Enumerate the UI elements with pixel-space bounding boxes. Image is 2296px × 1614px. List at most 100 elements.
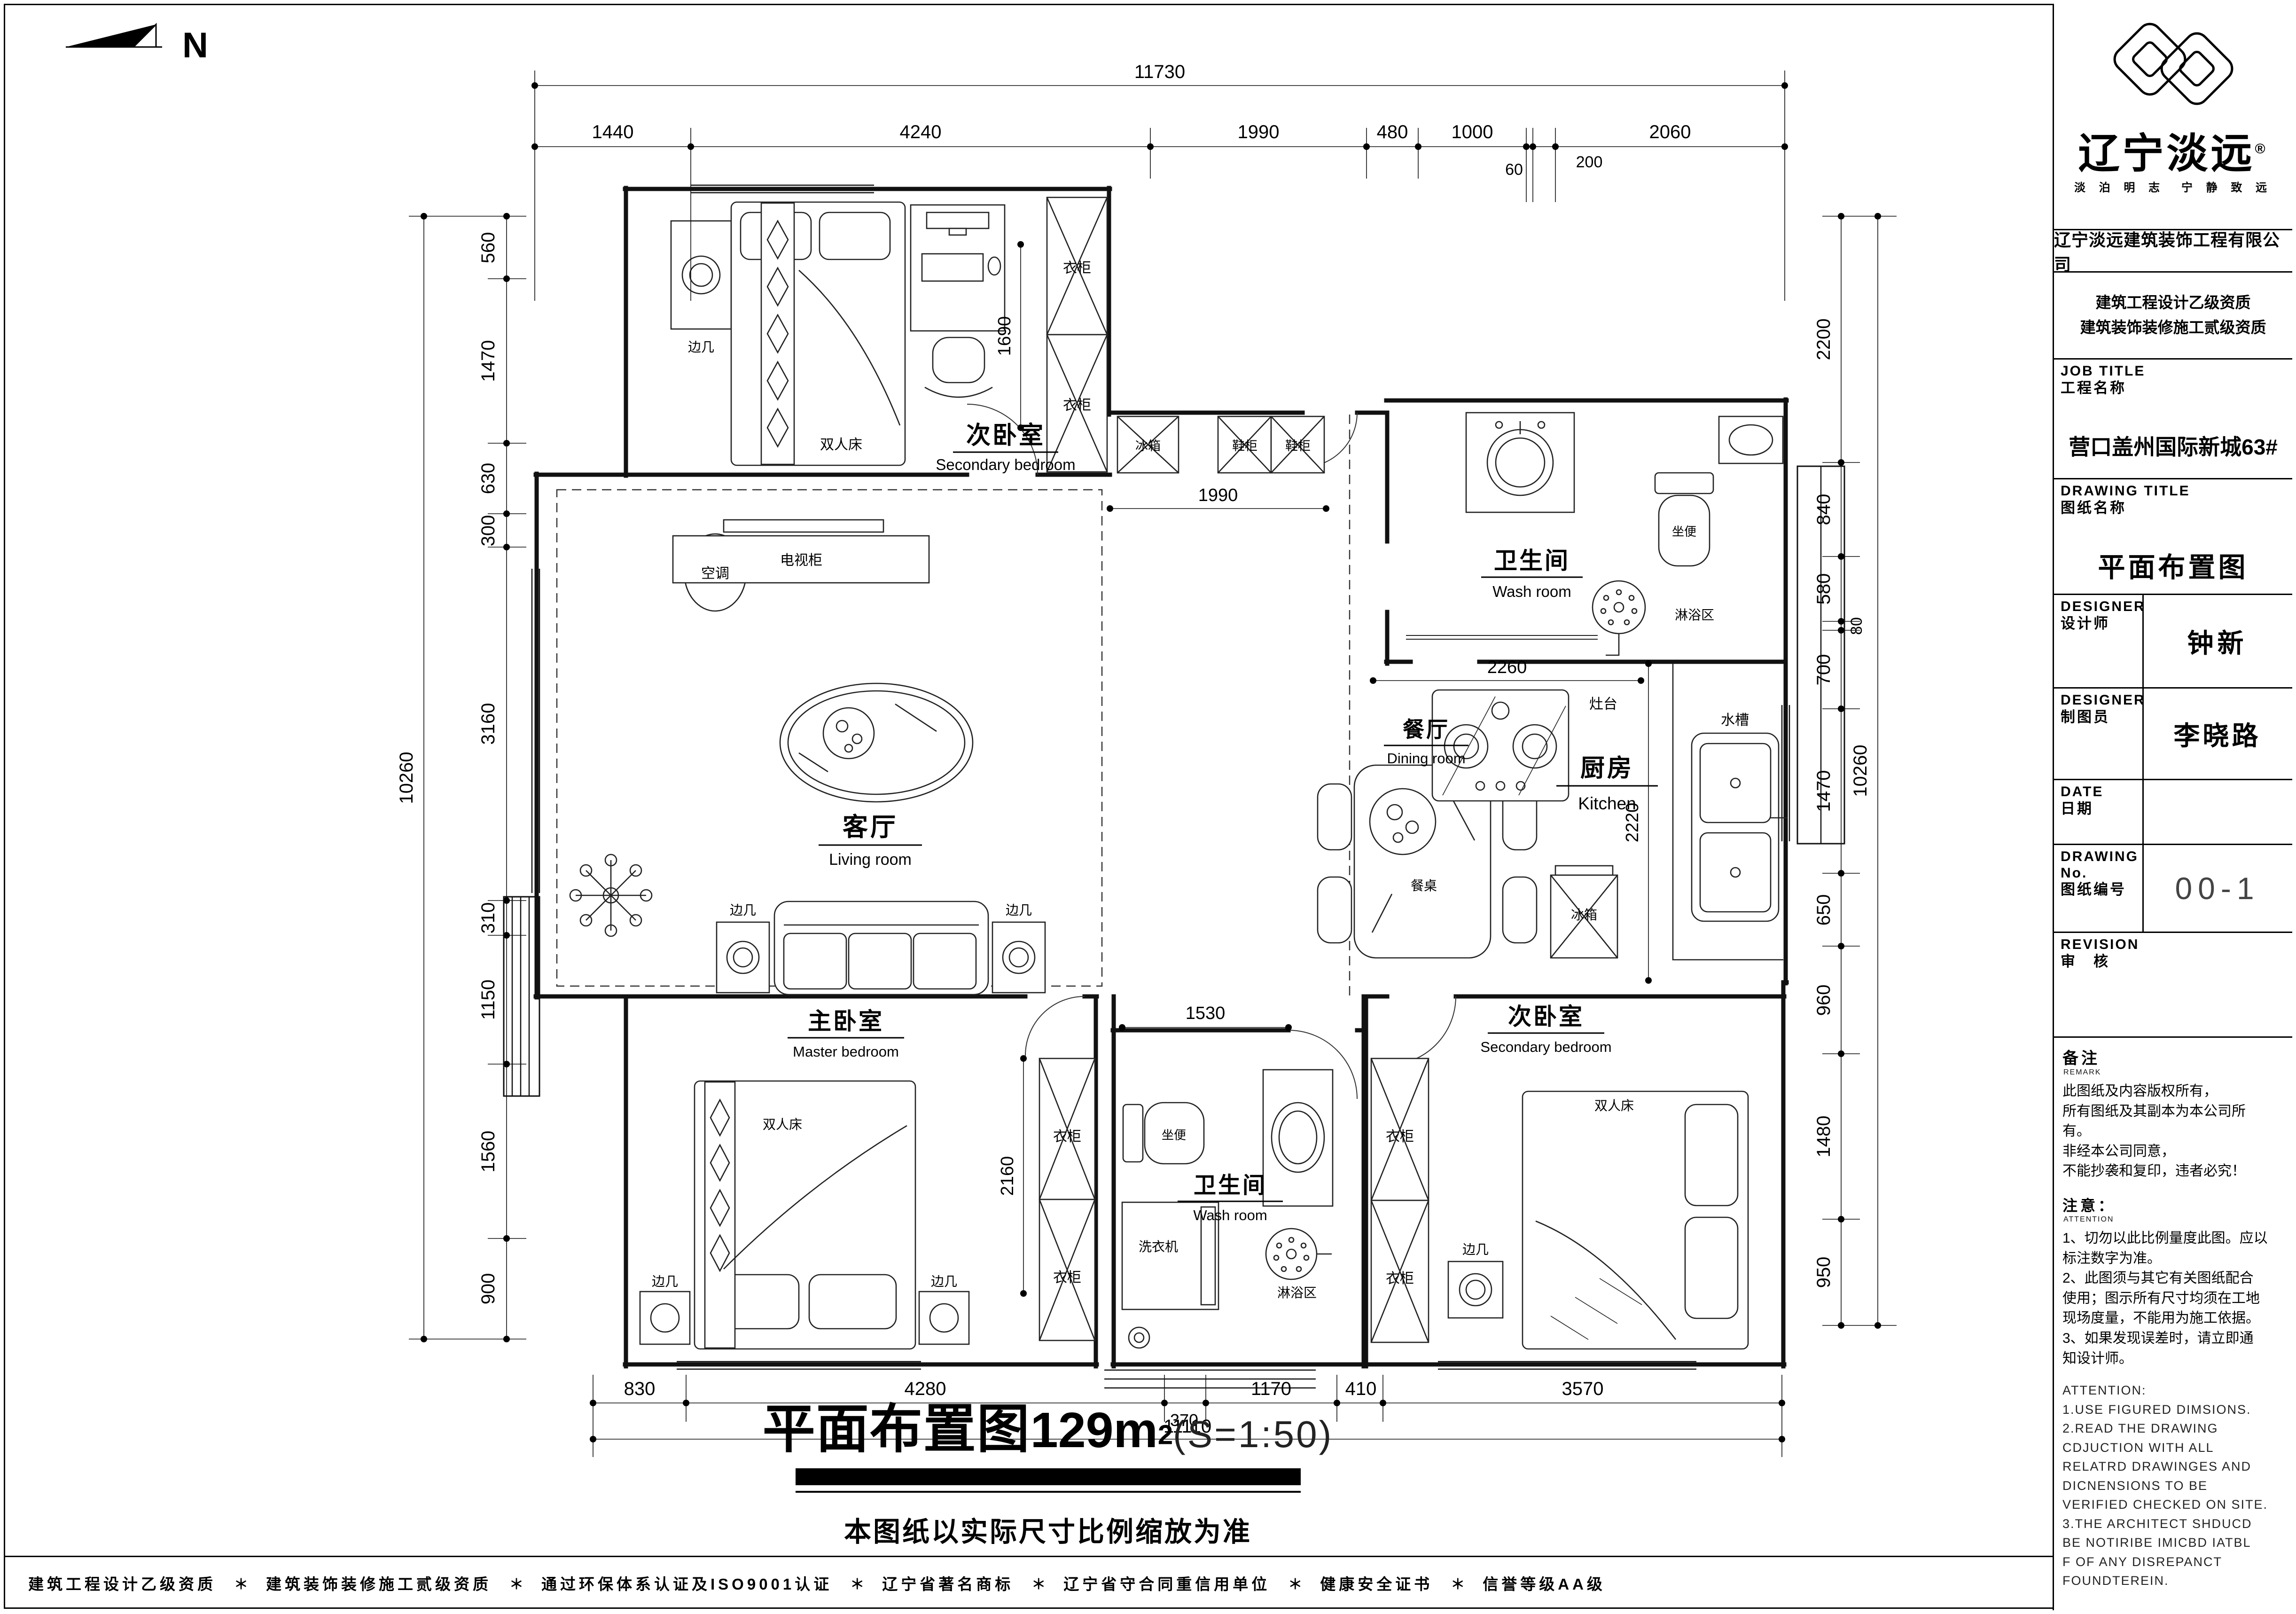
caption-title: 平面布置图 xyxy=(762,1400,1031,1458)
dim: 560 xyxy=(478,232,499,264)
company-name: 辽宁淡远建筑装饰工程有限公司 xyxy=(2054,230,2292,273)
date-label-en: DATE xyxy=(2061,784,2104,799)
dim: 2060 xyxy=(1649,122,1691,142)
date-value xyxy=(2142,780,2292,844)
shoe-cabinet-label: 鞋柜 xyxy=(1232,439,1257,453)
shoe-cabinet-label: 鞋柜 xyxy=(1285,439,1311,453)
notice-line: 3、如果发现误差时，请立即通 xyxy=(2062,1330,2254,1346)
caption-area-sup: 2 xyxy=(1157,1419,1173,1450)
dim: 1150 xyxy=(478,979,499,1020)
revision-row: REVISION 审 核 xyxy=(2054,933,2292,1038)
north-arrow-icon: N xyxy=(66,23,208,65)
dim: 1470 xyxy=(478,340,499,382)
dim: 700 xyxy=(1813,654,1834,686)
dim: 830 xyxy=(624,1379,656,1399)
dim-interior: 2160 xyxy=(998,1156,1017,1196)
bedroom-bottom-furniture xyxy=(1370,1058,1749,1350)
remark-title: 备注 xyxy=(2062,1050,2100,1067)
remark-subtitle: REMARK xyxy=(2063,1068,2101,1076)
room-label-cn: 次卧室 xyxy=(1508,1003,1584,1030)
dim-interior: 2220 xyxy=(1623,803,1642,843)
notice-line: 知设计师。 xyxy=(2062,1350,2133,1366)
dim: 630 xyxy=(478,463,499,494)
shower-area-label: 淋浴区 xyxy=(1277,1285,1317,1300)
dim: 1470 xyxy=(1813,770,1834,812)
qualification-line: 建筑工程设计乙级资质 xyxy=(2095,294,2251,312)
dim: 370 xyxy=(1170,1410,1198,1430)
remark-line: 不能抄袭和复印，违者必究！ xyxy=(2062,1163,2246,1179)
dining-table-label: 餐桌 xyxy=(1411,878,1437,893)
attention-en-line: BE NOTIRIBE IMICBD IATBL xyxy=(2062,1536,2251,1550)
caption-area: 129m xyxy=(1030,1402,1158,1458)
drawing-title-row: DRAWING TITLE 图纸名称 平面布置图 xyxy=(2054,479,2292,595)
dim: 2200 xyxy=(1813,319,1834,360)
side-table-label: 边几 xyxy=(652,1274,678,1289)
caption-note: 本图纸以实际尺寸比例缩放为准 xyxy=(843,1517,1252,1547)
room-label-cn: 厨房 xyxy=(1580,755,1634,782)
caption-scale: (S=1:50) xyxy=(1173,1413,1334,1455)
walls xyxy=(533,186,1789,1369)
shower-area-label: 淋浴区 xyxy=(1675,608,1714,622)
dim: 310 xyxy=(478,902,499,934)
room-labels: 次卧室 Secondary bedroom 卫生间 Wash room 餐厅 D… xyxy=(788,422,1658,1223)
footer-item: 建筑装饰装修施工贰级资质 xyxy=(266,1575,492,1593)
dim: 3160 xyxy=(478,703,499,745)
remark-line: 非经本公司同意， xyxy=(2062,1143,2175,1159)
footer-item: 辽宁省著名商标 xyxy=(882,1575,1014,1593)
room-label-en: Secondary bedroom xyxy=(1480,1039,1611,1055)
remark-line: 有。 xyxy=(2062,1123,2091,1139)
logo-section: 辽宁淡远® 淡 泊 明 志 宁 静 致 远 xyxy=(2054,4,2292,230)
dim: 1440 xyxy=(592,122,634,142)
dim: 900 xyxy=(478,1273,499,1305)
sink-label: 水槽 xyxy=(1721,713,1749,728)
remark-line: 此图纸及内容版权所有， xyxy=(2062,1083,2218,1099)
north-label: N xyxy=(182,25,208,65)
caption-underline-thin xyxy=(795,1491,1301,1493)
attention-en-line: 2.READ THE DRAWING xyxy=(2062,1421,2218,1436)
side-table-label: 边几 xyxy=(730,903,756,917)
furniture-labels: 边几 双人床 衣柜 衣柜 冰箱 鞋柜 鞋柜 空调 电视柜 边几 边几 餐桌 灶台… xyxy=(652,260,1749,1300)
wardrobe-label: 衣柜 xyxy=(1386,1271,1414,1286)
dim-sub: 60 xyxy=(1505,161,1523,179)
designer-row: DESIGNER 设计师 钟新 xyxy=(2054,595,2292,689)
attention-en-line: CDJUCTION WITH ALL xyxy=(2062,1440,2214,1455)
wardrobe-label: 衣柜 xyxy=(1053,1270,1081,1285)
drawing-no-row: DRAWING No. 图纸编号 00-1 xyxy=(2054,845,2292,933)
dim-right-overall: 10260 xyxy=(1850,744,1871,797)
designer-value: 钟新 xyxy=(2187,628,2248,658)
attention-en-block: ATTENTION: 1.USE FIGURED DIMSIONS. 2.REA… xyxy=(2062,1381,2284,1590)
living-room-furniture xyxy=(569,519,1046,995)
dim-interior: 2260 xyxy=(1487,658,1527,677)
toilet-label: 坐便 xyxy=(1672,525,1696,539)
room-label-en: Living room xyxy=(829,851,912,869)
footer-item: 信誉等级AA级 xyxy=(1483,1575,1606,1593)
washing-machine-label: 洗衣机 xyxy=(1139,1239,1178,1254)
notice-line: 1、切勿以此比例量度此图。应以 xyxy=(2062,1230,2268,1246)
job-title-label-en: JOB TITLE xyxy=(2061,363,2146,379)
attention-en-line: FOUNDTEREIN. xyxy=(2062,1574,2169,1588)
draftsman-label-cn: 制图员 xyxy=(2061,708,2110,725)
kitchen-furniture xyxy=(1431,664,1788,961)
hall-cabinets xyxy=(1117,415,1325,474)
drawing-no-value: 00-1 xyxy=(2175,871,2260,906)
tv-cabinet-label: 电视柜 xyxy=(780,553,822,568)
dimension-texts: 11730 1440 4240 1990 480 1000 2060 60 20… xyxy=(396,62,1871,1437)
designer-label-cn: 设计师 xyxy=(2061,615,2110,632)
dim: 1170 xyxy=(1251,1379,1291,1399)
room-label-cn: 餐厅 xyxy=(1403,717,1450,742)
dim: 1560 xyxy=(478,1131,499,1173)
qualification-line: 建筑装饰装修施工贰级资质 xyxy=(2080,319,2266,336)
caption-underline-bar xyxy=(795,1468,1301,1485)
footer-separator: ＊ xyxy=(1288,1577,1303,1592)
fridge-label: 冰箱 xyxy=(1135,439,1161,453)
double-bed-label: 双人床 xyxy=(1594,1098,1634,1113)
designer-label-en: DESIGNER xyxy=(2061,599,2146,614)
drawing-title-label-cn: 图纸名称 xyxy=(2061,499,2126,516)
wardrobe-label: 衣柜 xyxy=(1063,260,1091,276)
wardrobe-label: 衣柜 xyxy=(1053,1129,1081,1144)
washroom-top-furniture xyxy=(1406,412,1784,656)
attention-en-line: ATTENTION: xyxy=(2062,1383,2147,1398)
attention-en-line: RELATRD DRAWINGES AND xyxy=(2062,1459,2252,1474)
room-label-en: Secondary bedroom xyxy=(936,456,1075,473)
dim: 960 xyxy=(1813,985,1834,1016)
